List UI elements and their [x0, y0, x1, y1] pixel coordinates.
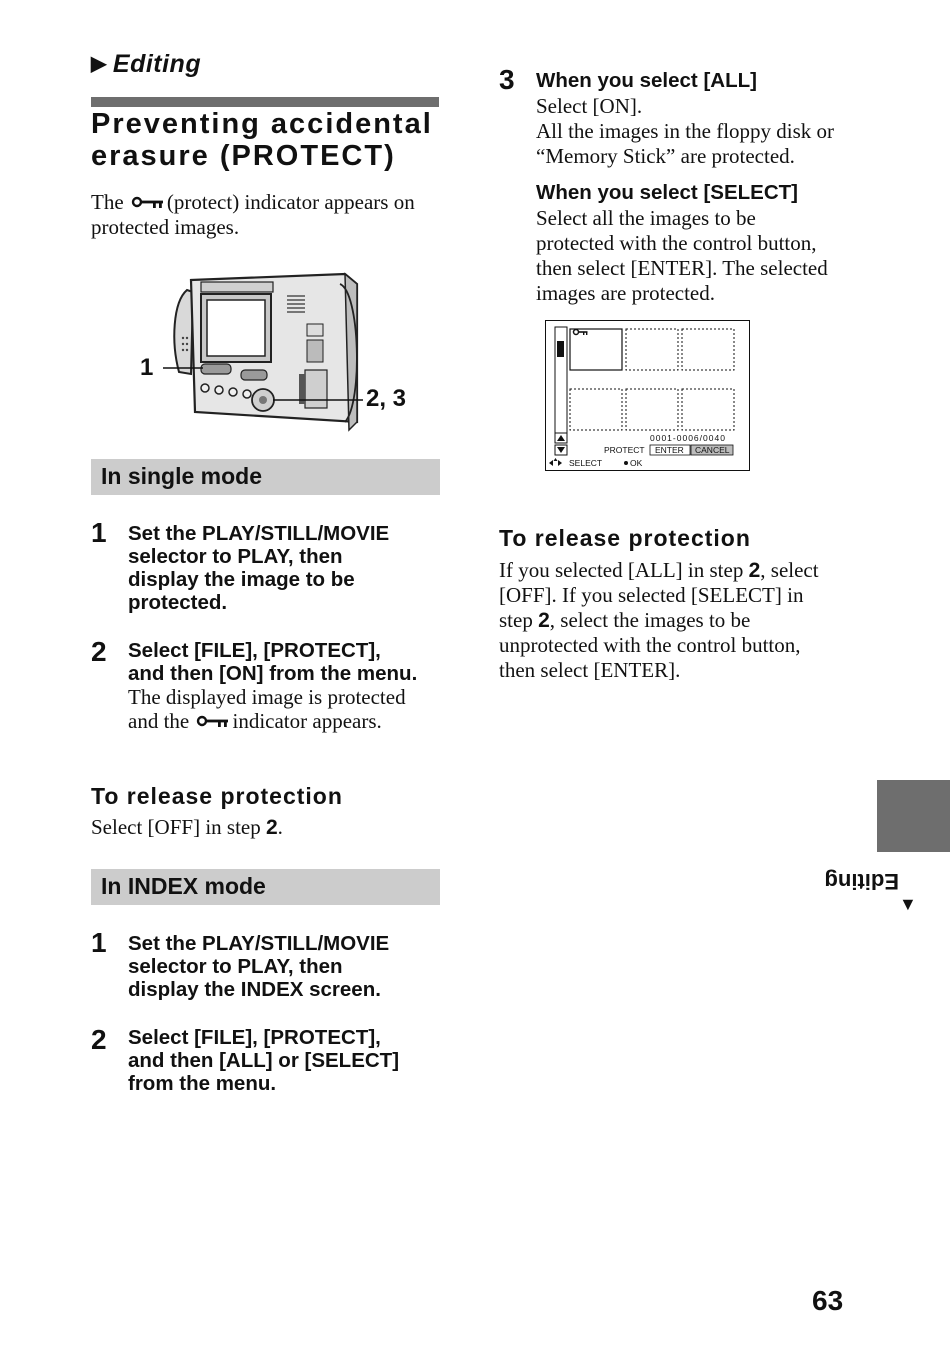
single-release-text: Select [OFF] in step 2.	[91, 815, 283, 839]
index-release-heading: To release protection	[499, 525, 751, 551]
index-step-2-text: Select [FILE], [PROTECT], and then [ALL]…	[128, 1026, 400, 1095]
intro-text: The (protect) indicator appears on prote…	[91, 190, 415, 239]
section-tag-label: Editing	[112, 50, 202, 78]
camera-illustration	[163, 272, 363, 432]
index-mode-heading: In INDEX mode	[91, 869, 440, 905]
side-tab-label: ▼ Editing	[824, 869, 917, 914]
index-enter-button: ENTER	[655, 445, 684, 455]
index-screen-illustration: 0001-0006/0040 PROTECT ENTER CANCEL SELE…	[545, 320, 750, 471]
index-protect-label: PROTECT	[604, 445, 645, 455]
single-mode-heading: In single mode	[91, 459, 440, 495]
section-tag: ▶Editing	[91, 50, 201, 79]
page-number: 63	[812, 1285, 844, 1316]
index-select-hint: SELECT	[569, 458, 603, 468]
step-3-number: 3	[499, 64, 515, 95]
index-ok-hint: OK	[630, 458, 643, 468]
step-3-all-text: Select [ON]. All the images in the flopp…	[536, 94, 835, 168]
triangle-right-icon: ▶	[91, 53, 107, 75]
side-tab-block	[877, 780, 950, 852]
single-step-2-text: Select [FILE], [PROTECT], and then [ON] …	[128, 639, 418, 685]
callout-1: 1	[140, 354, 154, 381]
single-step-2-description: The displayed image is protected and the…	[128, 685, 406, 733]
index-step-1-number: 1	[91, 927, 107, 958]
single-release-heading: To release protection	[91, 783, 343, 809]
single-step-1-text: Set the PLAY/STILL/MOVIE selector to PLA…	[128, 522, 390, 614]
title-rule	[91, 97, 439, 107]
index-step-2-number: 2	[91, 1024, 107, 1055]
page-title: Preventing accidental erasure (PROTECT)	[91, 108, 433, 172]
index-release-text: If you selected [ALL] in step 2, select …	[499, 558, 819, 682]
protect-key-icon	[131, 196, 163, 208]
step-3-select-heading: When you select [SELECT]	[536, 181, 798, 204]
index-step-1-text: Set the PLAY/STILL/MOVIE selector to PLA…	[128, 932, 390, 1001]
protect-key-icon	[197, 715, 229, 727]
triangle-down-icon: ▼	[899, 894, 917, 914]
step-3-select-text: Select all the images to be protected wi…	[536, 206, 828, 305]
single-step-1-number: 1	[91, 517, 107, 548]
index-cancel-button: CANCEL	[695, 445, 730, 455]
step-3-all-heading: When you select [ALL]	[536, 69, 757, 92]
index-counter: 0001-0006/0040	[650, 433, 726, 443]
single-step-2-number: 2	[91, 636, 107, 667]
callout-2-3: 2, 3	[366, 385, 407, 412]
